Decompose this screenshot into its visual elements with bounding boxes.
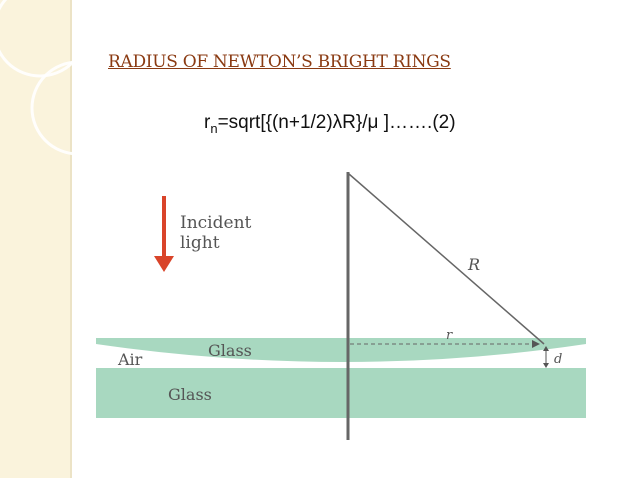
incident-label-line1: Incident — [180, 213, 252, 233]
thickness-label: d — [554, 352, 562, 367]
incident-label-line2: light — [180, 233, 220, 253]
decorative-side-band — [0, 0, 72, 478]
ring-radius-label: r — [446, 328, 453, 343]
radius-label: R — [467, 255, 480, 274]
formula: rn=sqrt[{(n+1/2)λR}/μ ]…….(2) — [204, 112, 456, 136]
newton-rings-diagram: Incident light R r d Air Glass Glass — [96, 172, 586, 440]
air-label: Air — [117, 350, 143, 369]
slide-title: RADIUS OF NEWTON’S BRIGHT RINGS — [108, 52, 451, 72]
incident-arrow — [154, 196, 174, 272]
formula-subscript: n — [210, 120, 218, 136]
plate-glass-label: Glass — [168, 385, 212, 404]
lens-glass-label: Glass — [208, 341, 252, 360]
glass-plate — [96, 368, 586, 418]
formula-symbol: r — [204, 112, 211, 133]
glass-lens — [96, 338, 586, 362]
formula-expression: =sqrt[{(n+1/2)λR}/μ ]…….(2) — [217, 112, 456, 133]
decorative-rings — [0, 0, 110, 156]
thickness-indicator — [543, 346, 549, 368]
radius-line — [348, 173, 545, 345]
